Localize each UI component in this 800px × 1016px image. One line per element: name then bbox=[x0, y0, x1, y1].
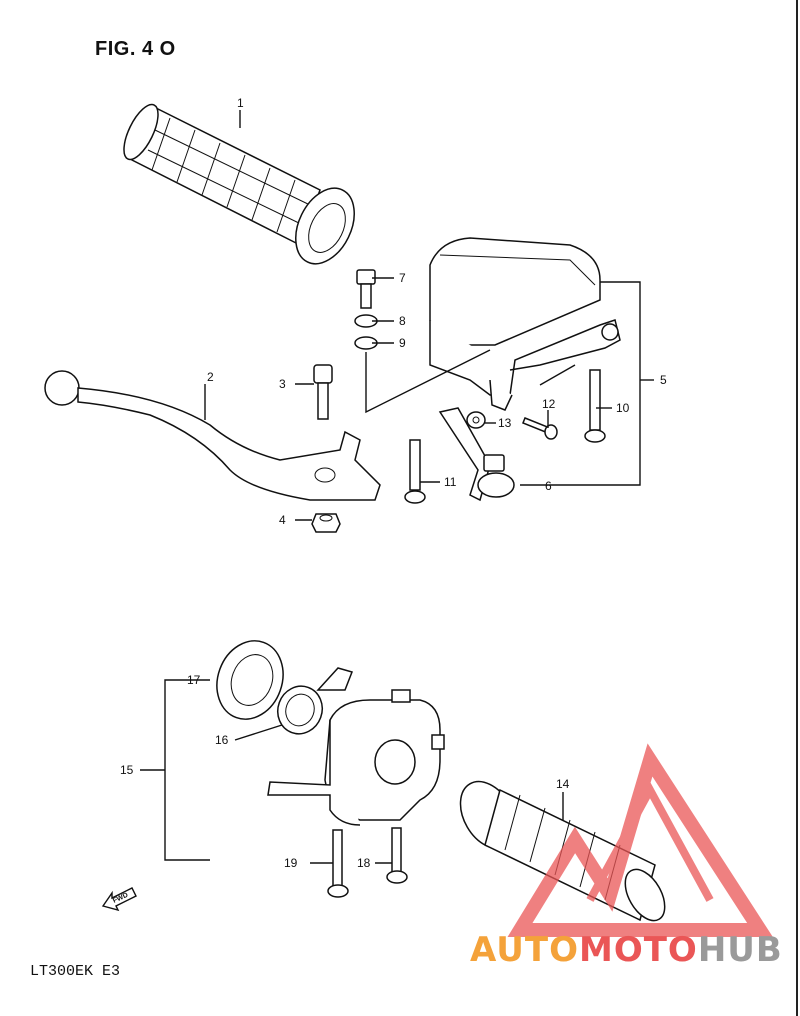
screw-19 bbox=[327, 829, 349, 898]
callout-15: 15 bbox=[120, 763, 134, 777]
callout-14: 14 bbox=[556, 777, 570, 791]
callout-19: 19 bbox=[284, 856, 298, 870]
nut-4 bbox=[311, 513, 341, 533]
callout-13: 13 bbox=[498, 416, 512, 430]
clamp-16 bbox=[277, 667, 353, 735]
callout-1: 1 bbox=[237, 96, 244, 110]
callout-3: 3 bbox=[279, 377, 286, 391]
screw-12 bbox=[522, 417, 558, 440]
callout-labels: 1 2 3 4 5 6 7 8 9 10 11 12 13 14 15 16 1… bbox=[120, 96, 667, 870]
bolt-11 bbox=[404, 439, 426, 504]
watermark-text: AUTOMOTOHUB bbox=[470, 930, 783, 970]
callout-12: 12 bbox=[542, 397, 556, 411]
grip-top bbox=[123, 103, 355, 265]
leader-lines bbox=[140, 110, 654, 864]
callout-18: 18 bbox=[357, 856, 371, 870]
watermark-moto: MOTO bbox=[578, 930, 698, 970]
master-cylinder bbox=[429, 237, 621, 411]
brake-lever bbox=[44, 370, 381, 501]
model-code: LT300EK E3 bbox=[30, 963, 121, 980]
figure-title: FIG. 4 O bbox=[95, 38, 176, 60]
callout-7: 7 bbox=[399, 271, 406, 285]
nut-13 bbox=[466, 411, 486, 429]
callout-8: 8 bbox=[399, 314, 406, 328]
fwd-arrow-icon: FWD bbox=[101, 887, 137, 912]
callout-6: 6 bbox=[545, 479, 552, 493]
screw-18 bbox=[386, 827, 408, 884]
callout-9: 9 bbox=[399, 336, 406, 350]
callout-4: 4 bbox=[279, 513, 286, 527]
watermark-auto: AUTO bbox=[470, 930, 579, 970]
bolt-7 bbox=[356, 269, 376, 309]
housing-cover-17 bbox=[216, 640, 284, 720]
callout-11: 11 bbox=[444, 475, 457, 489]
pivot-bolt-3 bbox=[313, 364, 333, 420]
watermark-hub: HUB bbox=[697, 930, 783, 970]
switch-bracket bbox=[438, 407, 515, 502]
callout-2: 2 bbox=[207, 370, 214, 384]
callout-16: 16 bbox=[215, 733, 229, 747]
callout-5: 5 bbox=[660, 373, 667, 387]
switch-housing bbox=[267, 689, 445, 826]
bolt-10 bbox=[584, 369, 606, 443]
callout-10: 10 bbox=[616, 401, 630, 415]
watermark-logo bbox=[507, 743, 773, 937]
callout-17: 17 bbox=[187, 673, 201, 687]
